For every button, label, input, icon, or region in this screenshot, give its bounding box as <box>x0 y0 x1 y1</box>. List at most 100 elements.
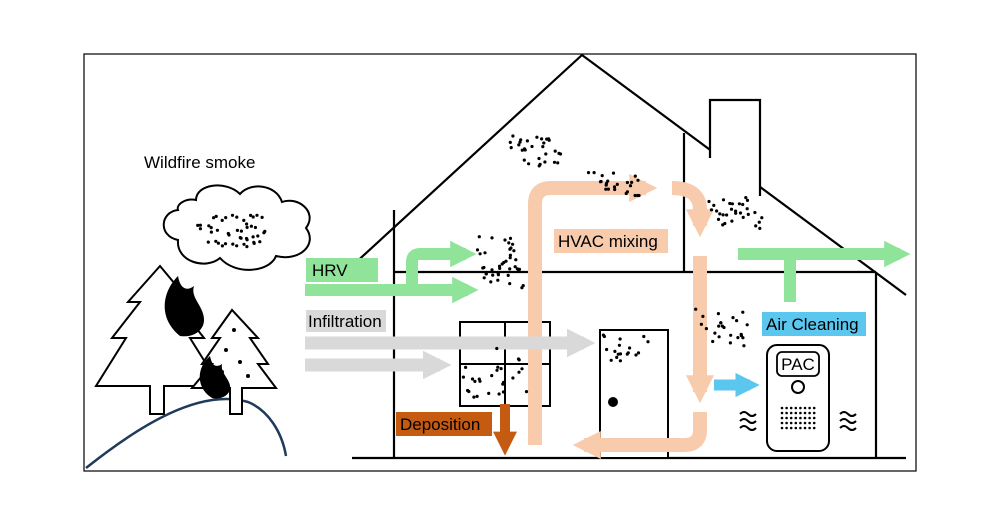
smoke-particle <box>611 171 616 175</box>
smoke-particle <box>198 227 202 231</box>
smoke-particle <box>478 252 482 256</box>
smoke-particle <box>537 164 541 168</box>
smoke-particle <box>207 224 211 228</box>
pac-grille-hole <box>803 406 807 410</box>
smoke-particle <box>633 174 637 178</box>
smoke-particle <box>617 343 622 347</box>
pac-grille-hole <box>789 416 793 420</box>
fire-icon <box>164 276 231 399</box>
smoke-particle <box>625 180 630 185</box>
smoke-particle <box>718 212 722 216</box>
smoke-particle <box>489 280 493 284</box>
pac-grille-hole <box>799 416 802 420</box>
pac-grille-hole <box>794 416 798 420</box>
smoke-particle <box>263 229 267 233</box>
tree-icon <box>94 264 222 415</box>
smoke-particle <box>520 367 524 371</box>
smoke-particle <box>509 146 513 150</box>
smoke-particle <box>553 149 557 153</box>
smoke-particle <box>618 337 622 341</box>
smoke-particle <box>490 374 494 378</box>
smoke-particle <box>636 193 640 198</box>
smoke-particle <box>721 213 725 217</box>
smoke-particle <box>729 207 734 211</box>
smoke-particle <box>600 174 604 178</box>
smoke-particle <box>508 256 512 260</box>
smoke-particle <box>630 180 634 184</box>
smoke-particle <box>501 390 505 394</box>
smoke-particle <box>507 241 511 245</box>
pac-grille-hole <box>803 411 807 415</box>
smoke-particle <box>613 187 617 192</box>
pac-grille-hole <box>789 421 793 425</box>
smoke-particle <box>461 375 465 379</box>
smoke-particle <box>196 223 200 227</box>
smoke-particle <box>537 156 541 161</box>
smoke-particle <box>260 215 264 219</box>
smoke-particle <box>734 211 738 215</box>
smoke-particle <box>730 202 735 206</box>
smoke-particle <box>253 225 257 230</box>
smoke-particle <box>636 178 640 182</box>
smoke-particle <box>242 218 246 222</box>
hill <box>85 397 288 469</box>
pac-grille-hole <box>785 426 788 430</box>
pac-grille-hole <box>780 411 784 415</box>
smoke-particle <box>490 236 494 240</box>
smoke-particle <box>508 236 513 240</box>
air-purifier-icon: PAC <box>766 344 830 452</box>
smoke-particle <box>720 324 725 328</box>
smoke-particle <box>491 273 495 277</box>
smoke-particle <box>745 207 749 211</box>
smoke-particle <box>712 203 716 207</box>
smoke-particle <box>725 213 729 217</box>
smoke-particle <box>739 332 743 336</box>
smoke-particle <box>495 346 499 351</box>
hrv-arrows <box>305 240 911 304</box>
smoke-particle <box>699 322 704 326</box>
smoke-particle <box>742 344 746 348</box>
smoke-particle <box>500 262 504 266</box>
pac-grille-hole <box>794 411 798 415</box>
hvac-mixing-label: HVAC mixing <box>558 232 658 251</box>
smoke-particle <box>544 152 548 156</box>
smoke-particle <box>606 187 611 191</box>
smoke-particle <box>615 182 619 186</box>
smoke-particle <box>231 242 235 246</box>
smoke-particle <box>467 389 471 394</box>
smoke-particle <box>760 216 764 220</box>
smoke-particle <box>252 241 256 245</box>
smoke-particle <box>220 244 224 248</box>
smoke-particle <box>540 137 544 141</box>
smoke-particle <box>737 202 742 206</box>
smoke-particle <box>547 138 551 142</box>
pac-grille-hole <box>799 406 802 410</box>
smoke-particle <box>612 185 617 189</box>
hrv-label: HRV <box>312 261 348 280</box>
smoke-particle <box>209 226 213 230</box>
smoke-particle <box>475 248 480 252</box>
smoke-particle <box>522 158 526 162</box>
smoke-particle <box>499 367 503 371</box>
smoke-particle <box>535 135 539 139</box>
smoke-particle <box>745 198 750 202</box>
smoke-particle <box>496 365 500 369</box>
smoke-particle <box>206 240 210 244</box>
deposition-label: Deposition <box>400 415 480 434</box>
pac-grille-hole <box>803 416 807 420</box>
smoke-particle <box>636 351 641 355</box>
smoke-particle <box>613 349 617 353</box>
smoke-particle <box>625 352 629 356</box>
smoke-particle <box>249 224 253 228</box>
smoke-particle <box>512 249 516 253</box>
smoke-particle <box>235 215 239 219</box>
smoke-particle <box>715 209 719 213</box>
smoke-particle <box>542 141 546 145</box>
smoke-particle <box>730 219 734 223</box>
smoke-particle <box>527 162 531 166</box>
smoke-particle <box>745 323 749 327</box>
smoke-particle <box>615 355 619 359</box>
smoke-particle <box>517 370 521 374</box>
pac-grille-hole <box>808 411 811 415</box>
pac-grille-hole <box>780 421 784 425</box>
